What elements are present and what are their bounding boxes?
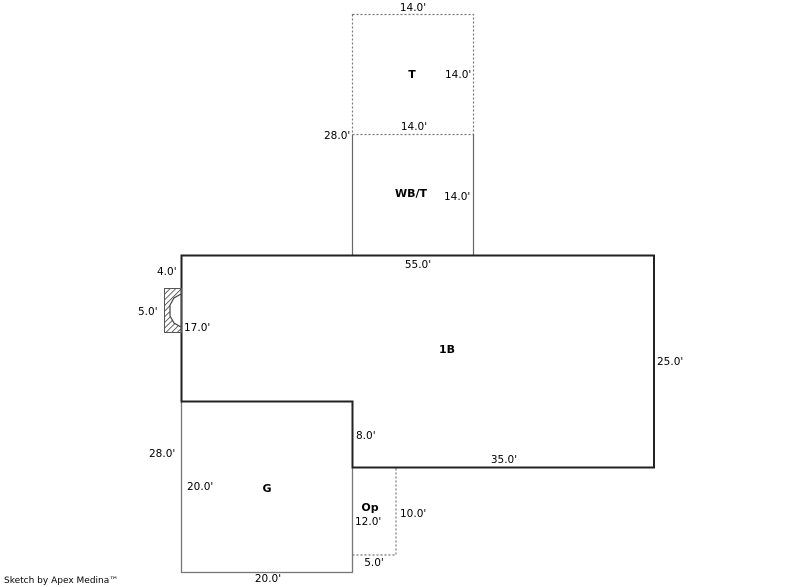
- main-label: 1B: [439, 343, 455, 356]
- garage-label: G: [262, 482, 271, 495]
- main-top-dim: 55.0': [405, 259, 431, 271]
- wbt-right-dim: 14.0': [444, 191, 470, 203]
- main-left-upper-a-dim: 4.0': [157, 266, 177, 278]
- main-left-lower-dim: 28.0': [149, 448, 175, 460]
- wbt-left-dim: 28.0': [324, 130, 350, 142]
- area-t-outline: [351, 13, 475, 136]
- area-porch-outline: [352, 468, 397, 556]
- fireplace-dim: 5.0': [138, 306, 158, 318]
- t-right-dim: 14.0': [445, 69, 471, 81]
- area-wbt-outline: [351, 134, 475, 255]
- main-left-upper-b-dim: 17.0': [184, 322, 210, 334]
- wbt-top-dim: 14.0': [401, 121, 427, 133]
- sketch-credit: Sketch by Apex Medina™: [4, 576, 118, 586]
- porch-label: Op: [361, 501, 378, 514]
- main-inner-left-dim: 8.0': [356, 430, 376, 442]
- main-right-dim: 25.0': [657, 356, 683, 368]
- area-1b-outline: [180, 254, 655, 469]
- wbt-label: WB/T: [395, 187, 428, 200]
- garage-bottom-dim: 20.0': [255, 573, 281, 585]
- porch-left-dim: 12.0': [355, 516, 381, 528]
- t-top-dim: 14.0': [400, 2, 426, 14]
- t-label: T: [408, 68, 416, 81]
- garage-left-dim: 20.0': [187, 481, 213, 493]
- porch-bottom-dim: 5.0': [364, 557, 384, 569]
- fireplace-icon: [164, 288, 182, 333]
- porch-right-dim: 10.0': [400, 508, 426, 520]
- main-bottom-dim: 35.0': [491, 454, 517, 466]
